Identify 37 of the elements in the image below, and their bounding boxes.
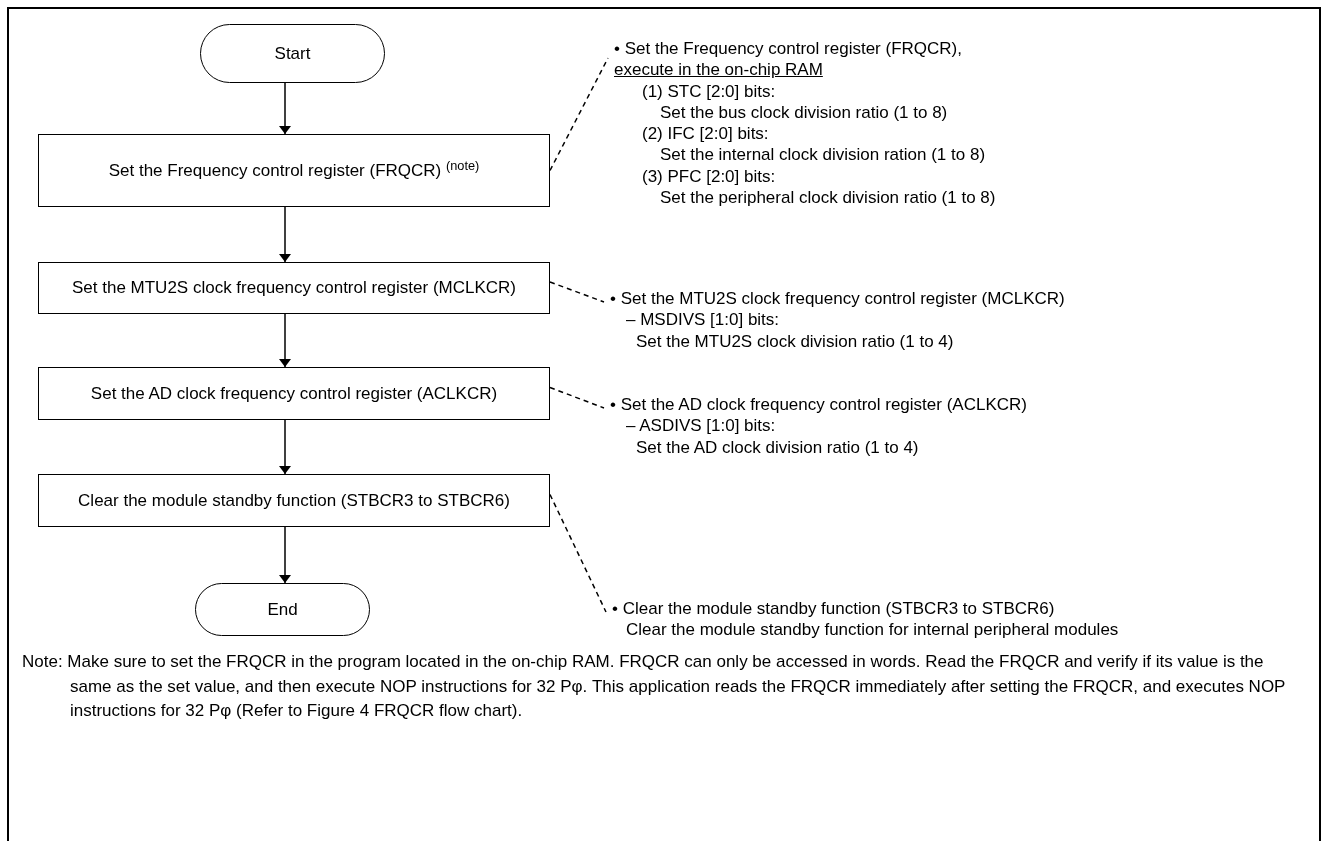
annotation-heading: • Set the MTU2S clock frequency control register (MCLKCR) — [610, 288, 1065, 310]
step-text: Set the Frequency control register (FRQCR) $^{(note)}$ — [108, 159, 480, 182]
annotation-heading: • Clear the module standby function (STBCR3 to STBCR6) — [612, 598, 1055, 620]
leader-line — [549, 386, 605, 409]
step-text: Clear the module standby function (STBCR3 to STBCR6) — [78, 489, 510, 512]
annotation-detail: Set the internal clock division ration (1 to 8) — [660, 144, 986, 166]
step-text: Set the MTU2S clock frequency control register (MCLKCR) — [71, 277, 516, 299]
annotation-detail: Set the AD clock division ratio (1 to 4) — [636, 436, 919, 458]
step-text: Set the AD clock frequency control register (ACLKCR) — [90, 382, 498, 405]
annotation-item: Clear the module standby function for internal peripheral modules — [626, 619, 1119, 641]
step-text: End — [267, 598, 298, 621]
arrow — [281, 206, 289, 263]
leader-line — [549, 281, 605, 303]
leader-line — [549, 57, 609, 172]
step-text: Start — [274, 42, 311, 65]
process-box — [38, 367, 550, 420]
leader-line — [549, 493, 607, 613]
annotation-detail: (3) PFC [2:0] bits: — [642, 165, 776, 187]
annotation-detail: (1) STC [2:0] bits: — [642, 80, 776, 102]
annotation-item: – MSDIVS [1:0] bits: — [626, 309, 780, 331]
process-box — [38, 262, 550, 314]
annotation-heading: • Set the Frequency control register (FRQCR), — [614, 38, 962, 60]
annotation-detail: Set the peripheral clock division ratio (1 to 8) — [660, 186, 996, 208]
arrow — [281, 526, 289, 584]
process-box — [38, 474, 550, 527]
arrow — [281, 419, 289, 475]
annotation-heading: • Set the AD clock frequency control register (ACLKCR) — [610, 394, 1027, 416]
end-terminal — [195, 583, 370, 636]
annotation-detail: Set the MTU2S clock division ratio (1 to 4) — [636, 330, 954, 352]
arrow — [281, 313, 289, 368]
annotation-item: execute in the on-chip RAM — [614, 59, 823, 81]
annotation-detail: Set the bus clock division ratio (1 to 8) — [660, 101, 948, 123]
annotation-detail: (2) IFC [2:0] bits: — [642, 123, 769, 145]
footnote-text: Note: Make sure to set the FRQCR in the program located in the on-chip RAM. FRQCR can only be accessed in words. Read the FRQCR and verify if its value is the same as the set value, and then execute NOP instructions for 32 Pφ. This application reads the FRQCR immediately after setting the FRQCR, and executes NOP instructions for 32 Pφ (Refer to Figure 4 FRQCR flow chart). — [22, 651, 1287, 723]
arrow — [281, 82, 289, 135]
process-box — [38, 134, 550, 207]
annotation-item: – ASDIVS [1:0] bits: — [626, 415, 776, 437]
